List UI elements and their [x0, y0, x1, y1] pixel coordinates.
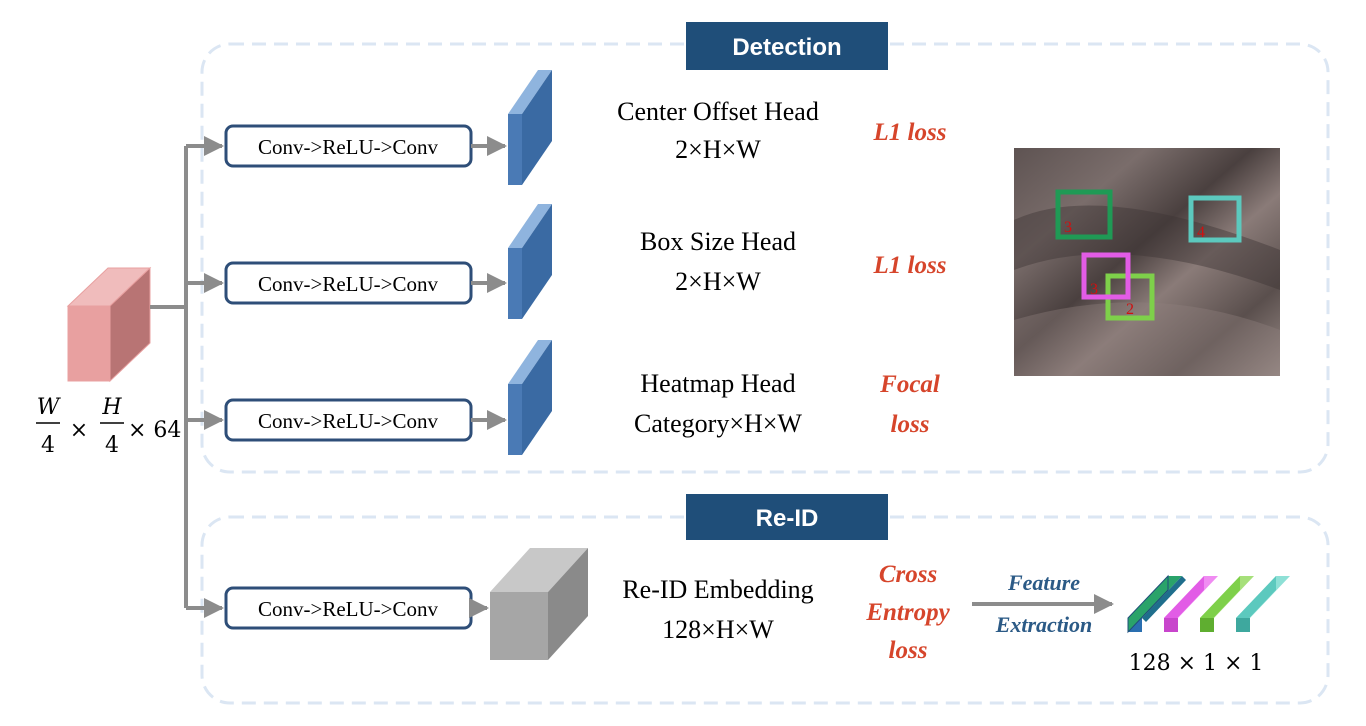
conv-block-reid: Conv->ReLU->Conv — [224, 586, 473, 630]
reid-header-box — [686, 494, 888, 540]
reid-header: Re-ID — [756, 505, 819, 532]
input-frac-w-num: W — [37, 395, 62, 420]
heatmap-loss-line1: Focal — [879, 371, 940, 398]
detection-result-image: 3 4 3 2 — [1014, 148, 1280, 376]
input-times-1: × — [70, 418, 88, 443]
conv-label-heatmap: Conv->ReLU->Conv — [258, 409, 439, 433]
box-size-head-dims: 2×H×W — [675, 267, 761, 296]
embedding-vector-green — [1127, 574, 1186, 634]
input-frac-w-den: 4 — [41, 433, 55, 458]
detection-label-2: 2 — [1126, 301, 1134, 318]
heatmap-head-name: Heatmap Head — [640, 369, 795, 398]
conv-output-arrows — [469, 136, 507, 618]
feature-map-heatmap — [508, 340, 552, 455]
detection-header: Detection — [732, 34, 841, 61]
input-dimension-label: W 4 × H 4 × 64 — [36, 395, 181, 458]
reid-loss-line1: Cross — [879, 561, 937, 588]
reid-feature-cube — [490, 548, 588, 660]
detection-box-3-magenta — [1081, 252, 1131, 300]
embedding-vectors — [1127, 574, 1290, 634]
center-offset-head-dims: 2×H×W — [675, 135, 761, 164]
input-frac-h-den: 4 — [105, 433, 119, 458]
conv-label-box: Conv->ReLU->Conv — [258, 272, 439, 296]
feature-map-box — [508, 204, 552, 319]
embedding-dims-label: 128 × 1 × 1 — [1129, 651, 1264, 676]
box-size-loss: L1 loss — [873, 252, 947, 279]
embedding-vector-lime — [1200, 576, 1254, 632]
embedding-vector-magenta — [1164, 576, 1218, 632]
conv-block-heatmap: Conv->ReLU->Conv — [224, 398, 473, 442]
box-size-head-name: Box Size Head — [640, 227, 796, 256]
feature-extraction-line2: Extraction — [995, 612, 1093, 637]
input-times-64: × 64 — [128, 418, 181, 443]
conv-label-reid: Conv->ReLU->Conv — [258, 597, 439, 621]
conv-label-center: Conv->ReLU->Conv — [258, 135, 439, 159]
reid-embedding-name: Re-ID Embedding — [622, 575, 813, 604]
detection-label-4: 4 — [1197, 224, 1205, 241]
detection-header-box — [686, 22, 888, 70]
heatmap-head-dims: Category×H×W — [634, 409, 802, 438]
embedding-vector-teal — [1236, 576, 1290, 632]
detection-box-3-green — [1055, 189, 1113, 240]
feature-map-center — [508, 70, 552, 185]
center-offset-loss: L1 loss — [873, 119, 947, 146]
center-offset-head-name: Center Offset Head — [617, 97, 819, 126]
reid-loss-line3: loss — [889, 637, 928, 664]
input-frac-h-num: H — [101, 395, 122, 420]
detection-label-3: 3 — [1064, 219, 1072, 236]
conv-block-center: Conv->ReLU->Conv — [224, 124, 473, 168]
detection-box-4-teal — [1188, 195, 1242, 243]
branch-connectors — [150, 136, 224, 618]
input-feature-cube — [66, 266, 152, 383]
reid-loss-line2: Entropy — [865, 599, 950, 626]
detection-label-3b: 3 — [1090, 281, 1098, 298]
conv-block-box: Conv->ReLU->Conv — [224, 261, 473, 305]
reid-embedding-dims: 128×H×W — [662, 615, 774, 644]
heatmap-loss-line2: loss — [891, 411, 930, 438]
feature-extraction-line1: Feature — [1007, 570, 1080, 595]
